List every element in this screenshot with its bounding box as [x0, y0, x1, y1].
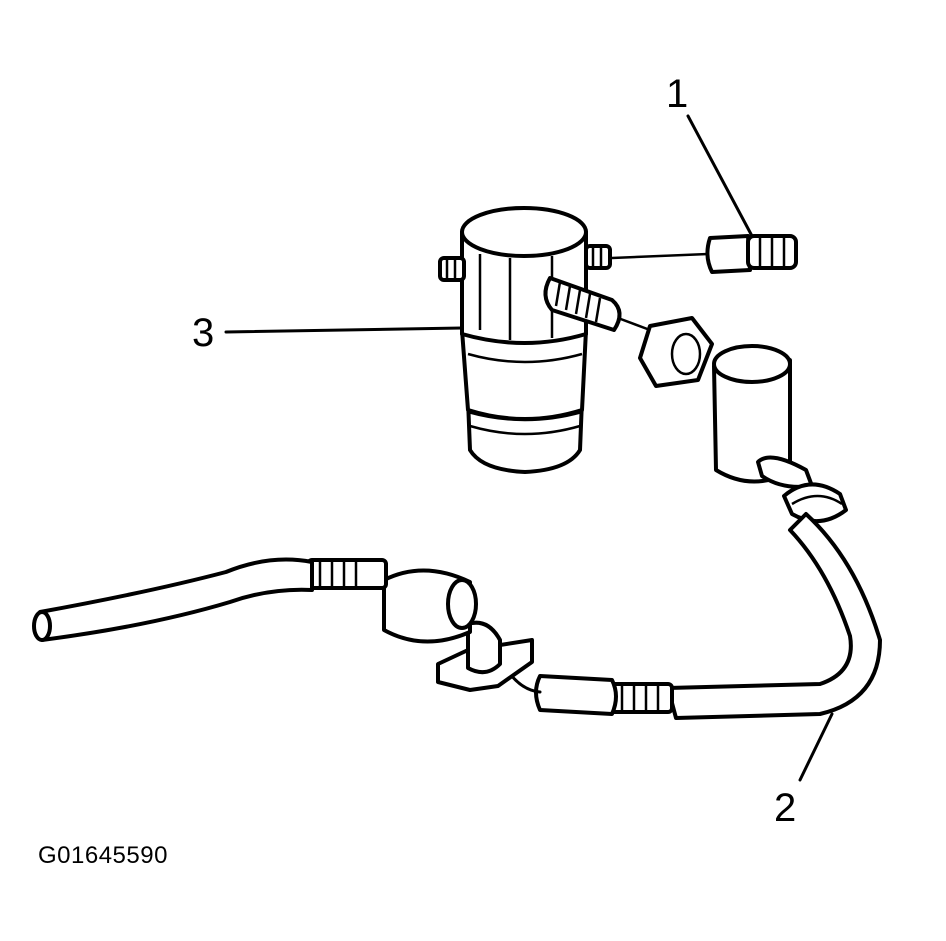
callout-3-leader-line	[224, 326, 464, 334]
callout-3-number: 3	[192, 311, 214, 355]
part-2-hose-assembly	[32, 316, 882, 720]
callout-2-number: 2	[774, 786, 796, 830]
callout-2-leader-line	[798, 712, 834, 782]
callout-2: 2	[774, 712, 834, 830]
callout-3: 3	[192, 311, 464, 355]
figure-id-label: G01645590	[38, 842, 168, 869]
part-1-fitting	[611, 234, 798, 274]
callout-1-leader-line	[686, 114, 754, 238]
callout-1: 1	[666, 72, 754, 238]
callout-1-number: 1	[666, 72, 688, 116]
part-3-accumulator	[438, 206, 622, 474]
